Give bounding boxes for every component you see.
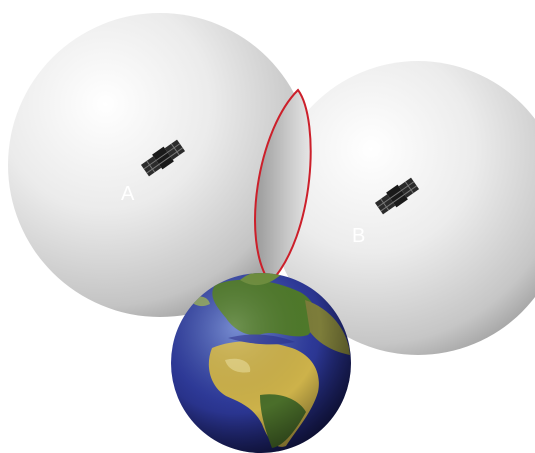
coverage-sphere-b bbox=[271, 61, 535, 355]
satellite-a-label: A bbox=[121, 183, 135, 205]
satellite-b-label: B bbox=[352, 225, 365, 247]
satellite-icon bbox=[140, 139, 186, 177]
satellite-icon bbox=[374, 177, 420, 215]
earth-globe-icon bbox=[171, 273, 351, 453]
